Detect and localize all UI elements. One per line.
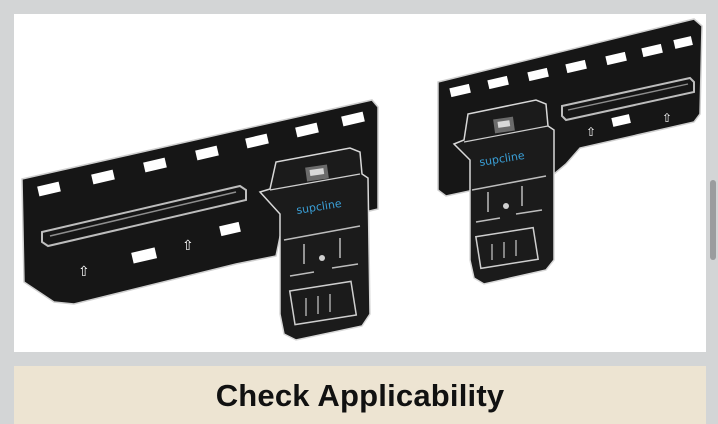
svg-text:⇧: ⇧	[78, 264, 90, 280]
wall-mount-brackets-image: ⇧ ⇧ supcline	[21, 18, 703, 341]
separator	[0, 352, 718, 366]
left-gutter	[0, 366, 14, 424]
left-bracket: ⇧ ⇧ supcline	[21, 99, 379, 341]
svg-text:⇧: ⇧	[586, 125, 596, 139]
scrollbar-thumb[interactable]	[710, 180, 716, 260]
product-image-panel: ⇧ ⇧ supcline	[14, 14, 706, 352]
svg-text:⇧: ⇧	[182, 238, 194, 254]
applicability-banner: Check Applicability	[14, 366, 706, 424]
banner-title: Check Applicability	[215, 378, 505, 413]
right-gutter	[706, 366, 718, 424]
svg-text:⇧: ⇧	[662, 111, 672, 125]
right-bracket: ⇧ ⇧ supcline	[437, 18, 703, 285]
